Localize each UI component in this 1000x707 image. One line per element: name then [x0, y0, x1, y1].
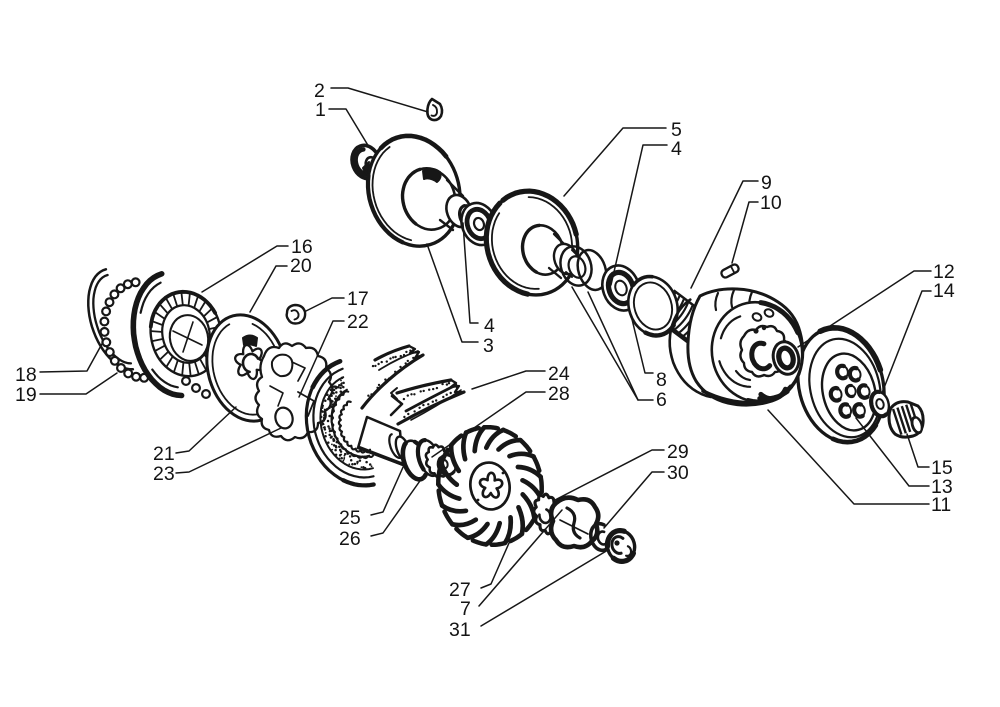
svg-text:19: 19 — [15, 384, 37, 406]
svg-text:8: 8 — [656, 369, 667, 391]
svg-text:10: 10 — [760, 192, 782, 214]
svg-text:23: 23 — [153, 463, 175, 485]
svg-text:30: 30 — [667, 462, 689, 484]
svg-text:27: 27 — [449, 579, 471, 601]
svg-text:26: 26 — [339, 528, 361, 550]
svg-text:18: 18 — [15, 364, 37, 386]
svg-text:28: 28 — [548, 383, 570, 405]
svg-text:6: 6 — [656, 389, 667, 411]
svg-text:24: 24 — [548, 363, 570, 385]
svg-text:17: 17 — [347, 288, 369, 310]
svg-text:21: 21 — [153, 443, 175, 465]
svg-text:15: 15 — [931, 457, 953, 479]
svg-text:16: 16 — [291, 236, 313, 258]
svg-text:1: 1 — [315, 99, 326, 121]
svg-text:20: 20 — [290, 255, 312, 277]
svg-text:2: 2 — [314, 80, 325, 102]
svg-text:22: 22 — [347, 311, 369, 333]
svg-text:4: 4 — [484, 315, 495, 337]
svg-text:3: 3 — [483, 335, 494, 357]
svg-text:12: 12 — [933, 261, 955, 283]
svg-text:9: 9 — [761, 172, 772, 194]
svg-text:29: 29 — [667, 441, 689, 463]
svg-text:11: 11 — [931, 494, 951, 516]
svg-text:14: 14 — [933, 280, 955, 302]
svg-text:7: 7 — [460, 598, 471, 620]
svg-text:25: 25 — [339, 507, 361, 529]
svg-text:31: 31 — [449, 619, 471, 641]
svg-text:13: 13 — [931, 476, 953, 498]
svg-text:5: 5 — [671, 119, 682, 141]
svg-text:4: 4 — [671, 138, 682, 160]
